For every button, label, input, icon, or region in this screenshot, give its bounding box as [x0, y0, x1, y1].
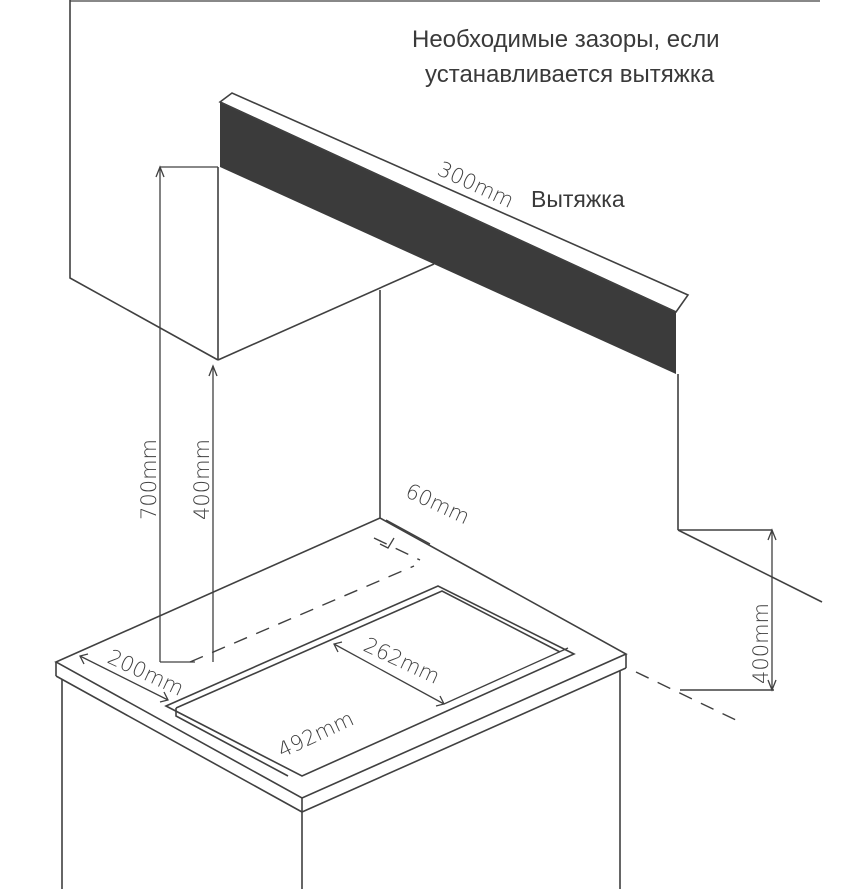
upper-cabinet-left-edge — [69, 0, 219, 361]
hood-front-panel — [220, 102, 676, 374]
right-wall-diagonal — [677, 529, 823, 603]
worktop-front-edge — [55, 675, 303, 813]
worktop-right-front-edge — [301, 667, 627, 813]
caption-title-line-1: Необходимые зазоры, если — [412, 26, 720, 53]
base-cabinet — [54, 517, 628, 889]
dim-300-label: 300mm — [434, 157, 518, 213]
dash-back-guide — [373, 537, 421, 561]
dim-200-arrow-right — [159, 691, 169, 703]
dim-700-label: 700mm — [137, 439, 161, 520]
dim-700-arrow-top — [155, 165, 165, 178]
upper-cabinet-bottom-edge — [217, 263, 435, 361]
cutout-outer — [164, 585, 576, 777]
dim-right-400-label: 400mm — [749, 603, 773, 684]
dim-right-400-arrow-bottom — [767, 679, 777, 692]
cutout-inner-back — [175, 590, 561, 709]
dim-492-label: 492mm — [274, 707, 358, 763]
hood-label: Вытяжка — [531, 186, 625, 212]
dim-200-arrow-left — [79, 653, 89, 665]
dim-262-ext — [443, 647, 569, 705]
dim-262-line — [333, 643, 445, 705]
dim-400-arrow-top — [208, 364, 218, 377]
dash-left-guide — [189, 565, 415, 663]
dim-200-line — [79, 655, 169, 701]
caption-title-line-2: устанавливается вытяжка — [425, 61, 715, 88]
dim-60-label: 60mm — [402, 479, 473, 529]
dim-262-arrow-left — [333, 641, 343, 653]
dim-60-line — [385, 519, 431, 545]
dim-60-arrow — [379, 537, 395, 549]
cutout-inner-left — [175, 708, 289, 777]
dim-200-label: 200mm — [104, 645, 188, 701]
right-floor-dash — [635, 671, 741, 723]
dim-right-400-arrow-top — [767, 528, 777, 541]
hood-front-top-edge — [219, 101, 677, 313]
dim-400-label: 400mm — [190, 439, 214, 520]
cooktop-cutout — [164, 585, 576, 777]
hood — [217, 92, 690, 530]
